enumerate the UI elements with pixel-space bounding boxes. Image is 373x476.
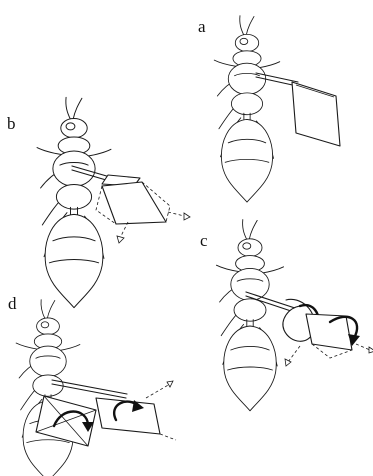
panel-b: b xyxy=(7,97,190,307)
panel-d: d xyxy=(8,294,176,476)
panel-label-c: c xyxy=(200,231,208,250)
panel-label-b: b xyxy=(7,114,16,133)
panel-a: a xyxy=(198,16,340,202)
panel-c: c xyxy=(200,220,373,411)
panel-label-d: d xyxy=(8,294,17,313)
panel-label-a: a xyxy=(198,17,206,36)
